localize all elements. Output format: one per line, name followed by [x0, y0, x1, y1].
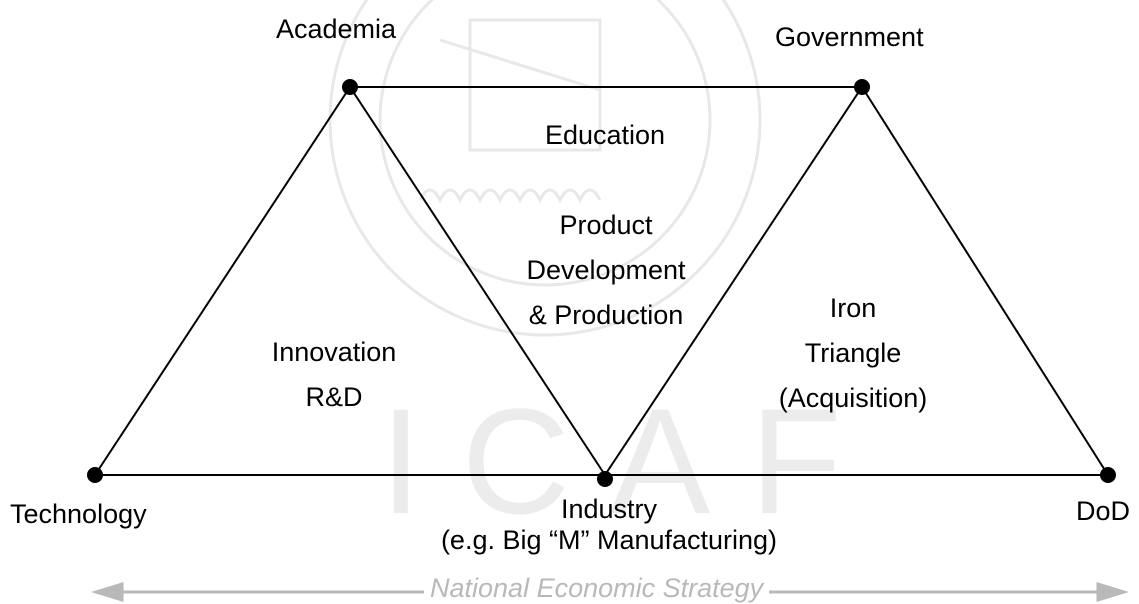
- edge-industry-government: [604, 86, 863, 476]
- region-education: Education: [544, 120, 666, 150]
- node-dot-academia: [342, 79, 358, 95]
- node-dot-industry: [597, 471, 613, 487]
- national-economic-strategy-label: National Economic Strategy: [424, 573, 770, 604]
- label-industry: Industry (e.g. Big “M” Manufacturing): [440, 494, 778, 555]
- region-iron-triangle: Iron Triangle (Acquisition): [778, 293, 928, 413]
- region-product-development: Product Development & Production: [526, 210, 686, 330]
- arrow-head-right: [1096, 581, 1130, 603]
- node-dot-technology: [87, 467, 103, 483]
- arrow-head-left: [90, 581, 124, 603]
- node-dot-government: [854, 79, 870, 95]
- icaf-letters-watermark: ICAF: [380, 377, 882, 545]
- edge-academia-industry: [349, 86, 606, 476]
- node-dot-dod: [1100, 467, 1116, 483]
- region-innovation: Innovation R&D: [271, 337, 397, 412]
- label-dod: DoD: [1076, 496, 1131, 526]
- label-academia: Academia: [276, 14, 397, 44]
- edge-technology-academia: [94, 86, 351, 476]
- edge-government-dod: [861, 86, 1109, 476]
- label-technology: Technology: [10, 499, 147, 529]
- label-government: Government: [775, 22, 924, 52]
